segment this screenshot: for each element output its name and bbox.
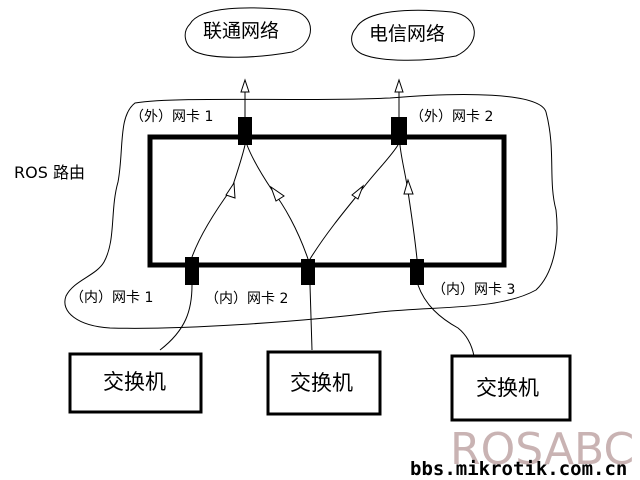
unicom-network-label: 联通网络: [203, 20, 279, 42]
router-boundary: [64, 94, 558, 329]
link-int1-switch1: [159, 284, 193, 351]
telecom-network-label: 电信网络: [369, 23, 445, 45]
switch-2-label: 交换机: [290, 371, 353, 395]
nic-int2-label: （内）网卡 2: [205, 291, 288, 307]
nic-ext2-label: （外）网卡 2: [410, 109, 493, 125]
route-int2-to-ext1: [246, 144, 309, 260]
link-int2-switch2: [309, 284, 313, 351]
watermark-url: bbs.mikrotik.com.cn: [410, 458, 627, 480]
telecom-cloud: [351, 9, 475, 61]
route-int2-to-ext2: [309, 144, 399, 260]
nic-int3-label: （内）网卡 3: [432, 282, 515, 298]
switch-1-box: [68, 352, 203, 414]
router-label: ROS 路由: [14, 163, 85, 182]
nic-int2-port: [301, 259, 315, 285]
link-int3-switch3: [417, 284, 475, 357]
nic-int1-port: [185, 257, 199, 285]
nic-int1-label: （内）网卡 1: [70, 290, 153, 306]
arrow-up-icon: [394, 78, 404, 93]
arrow-up-icon: [270, 185, 285, 202]
route-int1-to-ext1: [191, 144, 246, 258]
switch-3-box: [450, 354, 572, 422]
watermark-brand: ROSABC: [450, 424, 634, 475]
router-box: [147, 134, 507, 268]
nic-ext1-label: （外）网卡 1: [130, 109, 213, 125]
arrow-up-icon: [351, 184, 365, 200]
switch-3-label: 交换机: [476, 376, 539, 400]
nic-ext1-port: [238, 117, 252, 145]
unicom-cloud: [184, 7, 311, 58]
route-int3-to-ext2: [399, 144, 418, 260]
arrow-up-icon: [225, 181, 236, 199]
switch-2-box: [266, 350, 382, 416]
nic-ext2-port: [391, 117, 407, 145]
arrow-up-icon: [240, 78, 250, 93]
nic-int3-port: [410, 259, 424, 285]
arrow-up-icon: [403, 178, 414, 195]
switch-1-label: 交换机: [103, 370, 166, 394]
